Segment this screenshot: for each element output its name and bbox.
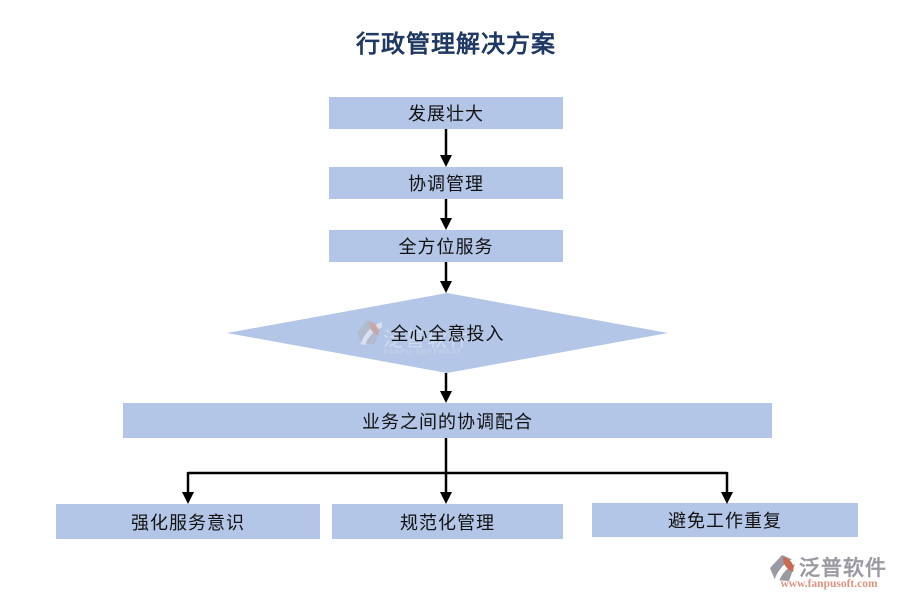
node-full-service: 全方位服务 bbox=[329, 230, 563, 262]
fanpu-logo-name: 泛普软件 bbox=[799, 556, 887, 580]
watermark-ghost-text: 泛普软件 bbox=[383, 329, 471, 351]
node-growth: 发展壮大 bbox=[329, 97, 563, 129]
node-avoid-duplication: 避免工作重复 bbox=[592, 503, 858, 537]
node-service-awareness: 强化服务意识 bbox=[56, 504, 320, 539]
node-business-coordination: 业务之间的协调配合 bbox=[123, 403, 772, 438]
watermark-subtext: FANPU SOFTWARE bbox=[384, 349, 463, 356]
fanpu-logo-icon bbox=[770, 555, 797, 582]
decision-diamond-shape bbox=[227, 293, 668, 373]
decision-dedication: 全心全意投入 bbox=[390, 324, 505, 344]
fanpu-logo-url: www.fanpusoft.com bbox=[780, 578, 878, 590]
node-coordination-management: 协调管理 bbox=[329, 167, 563, 199]
node-standardized-management: 规范化管理 bbox=[332, 504, 563, 539]
page-title: 行政管理解决方案 bbox=[356, 32, 556, 58]
watermark-logo-icon bbox=[356, 319, 382, 345]
